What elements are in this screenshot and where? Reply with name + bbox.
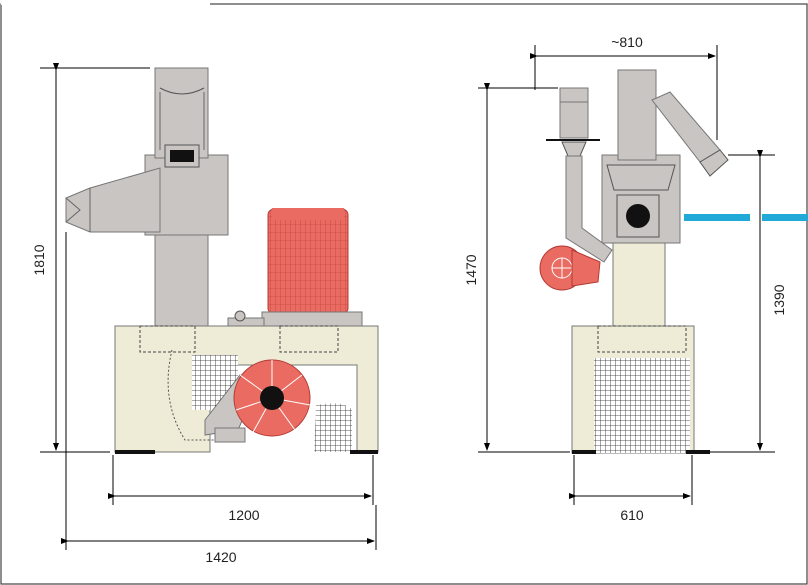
- dim-side-width-base: 610: [620, 507, 644, 523]
- front-dimensions: [40, 63, 377, 550]
- dim-front-width-inner: 1200: [228, 507, 259, 523]
- side-fan-hub: [626, 204, 650, 228]
- side-angled-duct: [651, 91, 721, 163]
- side-dimensions: [478, 45, 775, 505]
- side-column: [612, 239, 666, 329]
- front-window: [170, 150, 194, 162]
- blue-mark-left: [684, 214, 750, 221]
- front-column: [154, 221, 209, 328]
- front-mesh-right: [314, 403, 352, 452]
- front-chimney: [154, 67, 209, 159]
- side-mesh: [594, 358, 690, 453]
- front-hood: [65, 167, 161, 233]
- side-view: [539, 69, 808, 454]
- page-border: [0, 3, 808, 585]
- front-fan-hub: [260, 386, 284, 410]
- dim-front-width-outer: 1420: [205, 549, 236, 565]
- side-chimney: [617, 69, 657, 161]
- side-filter: [559, 87, 589, 139]
- dim-side-height-inner: 1390: [771, 284, 787, 315]
- front-motor: [267, 208, 349, 315]
- blue-mark-right: [762, 214, 808, 221]
- dim-front-height: 1810: [31, 244, 47, 275]
- dim-side-width-top: ~810: [611, 34, 643, 50]
- front-view: [65, 67, 379, 454]
- dim-side-height-outer: 1470: [463, 254, 479, 285]
